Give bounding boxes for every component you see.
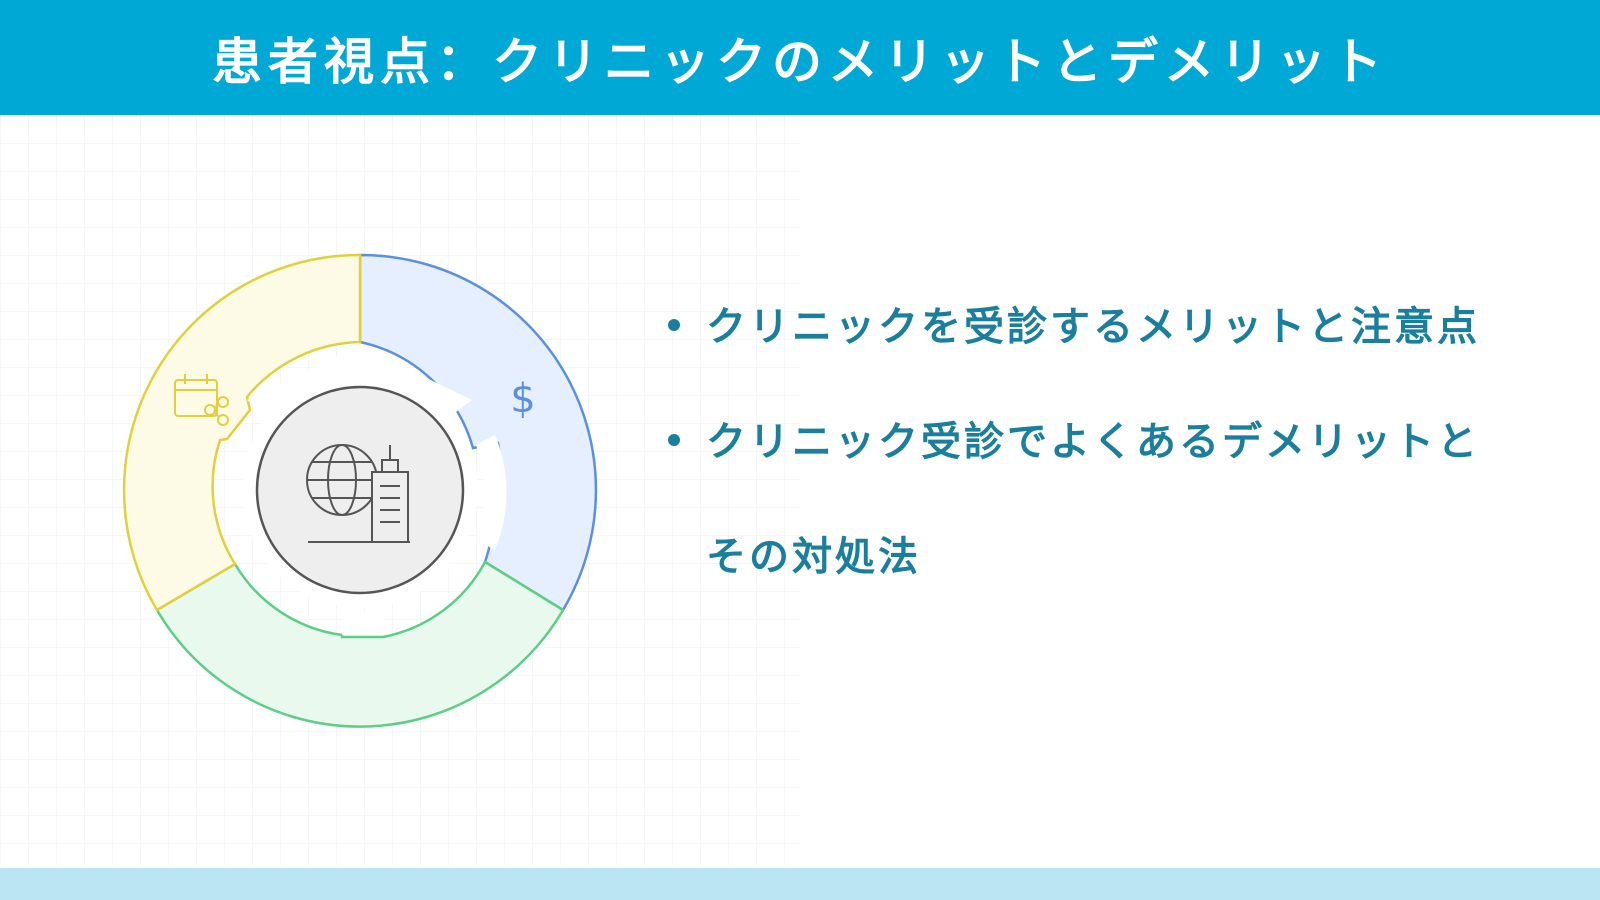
bullet-text: クリニック受診でよくあるデメリットとその対処法 <box>706 419 1480 580</box>
footer-bar <box>0 868 1600 900</box>
center-hub <box>255 385 465 595</box>
bullet-dot <box>668 434 680 446</box>
dollar-icon: $ <box>510 376 535 422</box>
list-item: クリニックを受診するメリットと注意点 <box>668 270 1508 385</box>
cycle-diagram: $ <box>122 253 598 728</box>
list-item: クリニック受診でよくあるデメリットとその対処法 <box>668 385 1508 615</box>
segment-green <box>155 560 565 728</box>
bullet-list: クリニックを受診するメリットと注意点 クリニック受診でよくあるデメリットとその対… <box>668 270 1508 615</box>
title-bar: 患者視点：クリニックのメリットとデメリット <box>0 0 1600 115</box>
bullet-text: クリニックを受診するメリットと注意点 <box>706 304 1480 350</box>
page-title: 患者視点：クリニックのメリットとデメリット <box>212 32 1388 91</box>
segment-yellow <box>122 253 362 612</box>
bullet-dot <box>668 319 680 331</box>
calendar-share-icon <box>174 374 229 426</box>
globe-building-icon <box>306 444 410 543</box>
